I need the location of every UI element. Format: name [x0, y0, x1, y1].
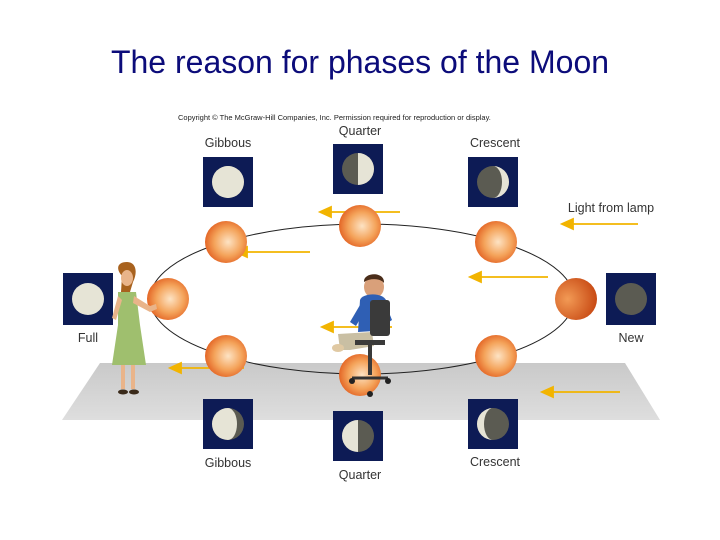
phase-panel-new	[606, 273, 656, 325]
phase-panel-quarter-bottom	[333, 411, 383, 461]
phase-panel-crescent-top	[468, 157, 518, 207]
slide-title: The reason for phases of the Moon	[110, 44, 610, 80]
copyright-notice: Copyright © The McGraw-Hill Companies, I…	[178, 113, 491, 122]
moon-ball-right	[555, 278, 597, 320]
moon-phase-icon	[342, 420, 358, 452]
moon-ball-lower-left	[205, 335, 247, 377]
moon-balls	[147, 205, 597, 396]
light-arrow-icon	[233, 245, 310, 259]
moon-ball-upper-left	[205, 221, 247, 263]
moon-phase-icon	[477, 408, 493, 440]
moon-phase-icon	[228, 408, 237, 440]
moon-phase-icon	[615, 283, 647, 315]
moon-phase-icon	[219, 166, 244, 198]
label-new: New	[618, 331, 644, 345]
moon-ball-top	[339, 205, 381, 247]
label-quarter-bottom: Quarter	[338, 468, 382, 482]
label-quarter-top: Quarter	[338, 124, 382, 138]
label-full: Full	[77, 331, 99, 345]
phase-panel-gibbous-top	[203, 157, 253, 207]
moon-ball-lower-right	[475, 335, 517, 377]
label-gibbous-top: Gibbous	[204, 136, 252, 150]
light-arrow-icon	[559, 217, 638, 231]
phase-panel-quarter-top	[333, 144, 383, 194]
boy-figure	[332, 274, 392, 397]
moon-ball-bottom	[339, 354, 381, 396]
moon-phase-icon	[493, 166, 509, 198]
phase-panel-crescent-bottom	[468, 399, 518, 449]
moon-phase-icon	[358, 153, 374, 185]
moon-ball-left	[147, 278, 189, 320]
moon-ball-upper-right	[475, 221, 517, 263]
label-gibbous-bottom: Gibbous	[204, 456, 252, 470]
moon-phase-icon	[72, 283, 104, 315]
phase-panel-gibbous-bottom	[203, 399, 253, 449]
light-arrow-icon	[539, 385, 620, 399]
label-crescent-bottom: Crescent	[469, 455, 521, 469]
label-light-from-lamp: Light from lamp	[567, 201, 655, 215]
phase-panel-full	[63, 273, 113, 325]
label-crescent-top: Crescent	[469, 136, 521, 150]
light-arrow-icon	[467, 270, 548, 284]
girl-figure	[112, 262, 157, 395]
